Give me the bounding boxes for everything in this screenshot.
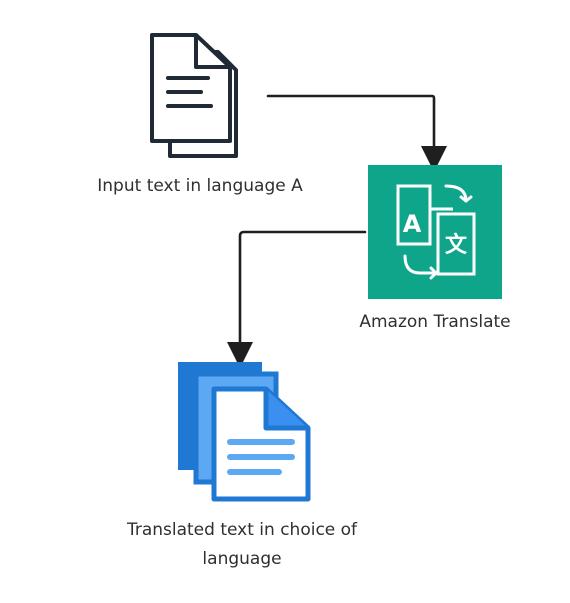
arrow-translate-to-output [227, 230, 367, 368]
translate-icon-glyph-a: A [403, 210, 422, 238]
input-document-icon [150, 33, 238, 158]
output-node-label: Translated text in choice of language [126, 520, 358, 569]
stacked-documents-icon [178, 362, 311, 502]
input-node-label: Input text in language A [97, 176, 303, 196]
arrow-input-to-translate [266, 94, 447, 172]
amazon-translate-icon: A 文 [368, 165, 502, 299]
translate-icon-glyph-x: 文 [445, 232, 468, 258]
translate-node-label: Amazon Translate [359, 312, 511, 332]
